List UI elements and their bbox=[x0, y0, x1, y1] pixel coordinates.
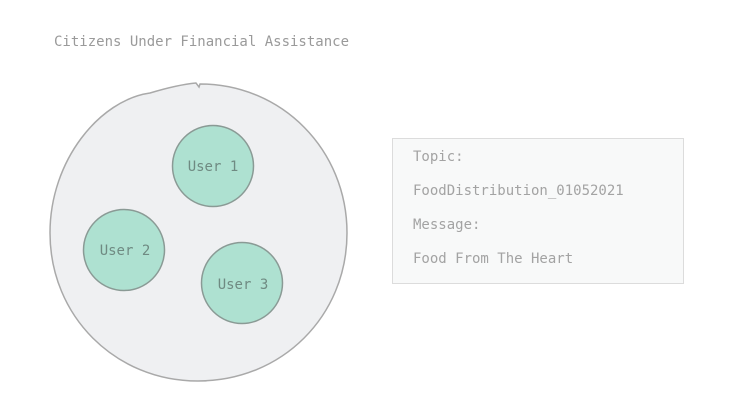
user-circle bbox=[200, 241, 284, 325]
message-label: Message: bbox=[413, 217, 481, 233]
user-circle bbox=[171, 124, 255, 208]
user-label: User 2 bbox=[100, 243, 151, 259]
topic-label: Topic: bbox=[413, 149, 464, 165]
message-value: Food From The Heart bbox=[413, 251, 574, 267]
group-title: Citizens Under Financial Assistance bbox=[54, 34, 350, 50]
topic-value: FoodDistribution_01052021 bbox=[413, 183, 624, 199]
user-label: User 1 bbox=[188, 159, 239, 175]
user-node-3[interactable]: User 3 bbox=[200, 241, 284, 325]
user-label: User 3 bbox=[218, 277, 269, 293]
user-node-1[interactable]: User 1 bbox=[171, 124, 255, 208]
user-node-2[interactable]: User 2 bbox=[82, 208, 166, 292]
message-card[interactable]: Topic: FoodDistribution_01052021 Message… bbox=[392, 138, 684, 284]
user-circle bbox=[82, 208, 166, 292]
